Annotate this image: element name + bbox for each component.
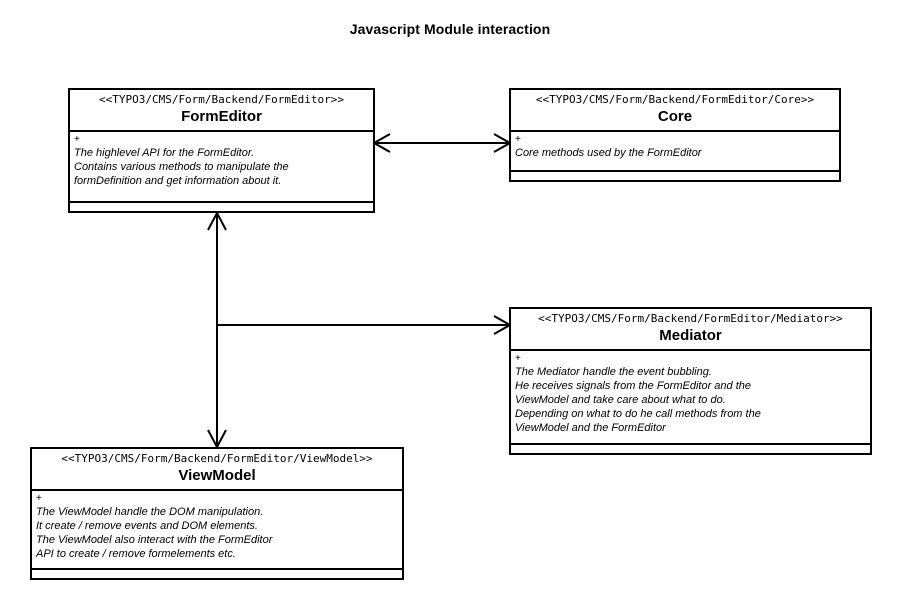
uml-visibility-viewmodel: + bbox=[36, 493, 42, 504]
uml-stereotype-formeditor: <<TYPO3/CMS/Form/Backend/FormEditor>> bbox=[98, 93, 345, 106]
uml-class-mediator[interactable]: <<TYPO3/CMS/Form/Backend/FormEditor/Medi… bbox=[509, 307, 872, 455]
uml-desc-line: The ViewModel also interact with the For… bbox=[36, 534, 273, 546]
uml-desc-line: The ViewModel handle the DOM manipulatio… bbox=[36, 506, 264, 518]
uml-class-body-viewmodel: + The ViewModel handle the DOM manipulat… bbox=[32, 491, 402, 570]
uml-desc-line: Depending on what to do he call methods … bbox=[515, 408, 761, 420]
uml-desc-line: It create / remove events and DOM elemen… bbox=[36, 520, 258, 532]
uml-class-formeditor[interactable]: <<TYPO3/CMS/Form/Backend/FormEditor>> Fo… bbox=[68, 88, 375, 213]
uml-class-header-formeditor: <<TYPO3/CMS/Form/Backend/FormEditor>> Fo… bbox=[70, 90, 373, 132]
uml-desc-line: API to create / remove formelements etc. bbox=[36, 548, 236, 560]
uml-class-viewmodel[interactable]: <<TYPO3/CMS/Form/Backend/FormEditor/View… bbox=[30, 447, 404, 580]
connector-viewmodel-mediator bbox=[217, 315, 513, 335]
uml-desc-line: The Mediator handle the event bubbling. bbox=[515, 366, 712, 378]
uml-stereotype-core: <<TYPO3/CMS/Form/Backend/FormEditor/Core… bbox=[535, 93, 815, 106]
uml-class-body-formeditor: + The highlevel API for the FormEditor. … bbox=[70, 132, 373, 203]
uml-desc-line: Contains various methods to manipulate t… bbox=[74, 161, 289, 173]
uml-class-name-formeditor: FormEditor bbox=[181, 108, 262, 125]
uml-desc-line: ViewModel and the FormEditor bbox=[515, 422, 666, 434]
uml-desc-line: ViewModel and take care about what to do… bbox=[515, 394, 726, 406]
uml-class-footer-mediator bbox=[511, 445, 870, 453]
connector-formeditor-viewmodel bbox=[207, 210, 227, 450]
page-title: Javascript Module interaction bbox=[349, 21, 551, 37]
connector-formeditor-core bbox=[371, 133, 513, 153]
uml-class-header-viewmodel: <<TYPO3/CMS/Form/Backend/FormEditor/View… bbox=[32, 449, 402, 491]
uml-stereotype-mediator: <<TYPO3/CMS/Form/Backend/FormEditor/Medi… bbox=[538, 312, 843, 325]
uml-visibility-core: + bbox=[515, 134, 521, 145]
uml-class-footer-formeditor bbox=[70, 203, 373, 211]
uml-class-name-mediator: Mediator bbox=[659, 327, 722, 344]
uml-class-header-core: <<TYPO3/CMS/Form/Backend/FormEditor/Core… bbox=[511, 90, 839, 132]
uml-desc-line: Core methods used by the FormEditor bbox=[515, 147, 702, 159]
uml-visibility-formeditor: + bbox=[74, 134, 80, 145]
uml-desc-line: The highlevel API for the FormEditor. bbox=[74, 147, 255, 159]
uml-class-footer-viewmodel bbox=[32, 570, 402, 578]
uml-class-name-viewmodel: ViewModel bbox=[178, 467, 256, 484]
uml-class-body-mediator: + The Mediator handle the event bubbling… bbox=[511, 351, 870, 445]
uml-class-body-core: + Core methods used by the FormEditor bbox=[511, 132, 839, 172]
uml-visibility-mediator: + bbox=[515, 353, 521, 364]
uml-desc-line: formDefinition and get information about… bbox=[74, 175, 282, 187]
uml-class-footer-core bbox=[511, 172, 839, 180]
uml-class-name-core: Core bbox=[657, 108, 693, 125]
uml-desc-line: He receives signals from the FormEditor … bbox=[515, 380, 751, 392]
uml-class-header-mediator: <<TYPO3/CMS/Form/Backend/FormEditor/Medi… bbox=[511, 309, 870, 351]
uml-class-core[interactable]: <<TYPO3/CMS/Form/Backend/FormEditor/Core… bbox=[509, 88, 841, 182]
uml-stereotype-viewmodel: <<TYPO3/CMS/Form/Backend/FormEditor/View… bbox=[61, 452, 373, 465]
